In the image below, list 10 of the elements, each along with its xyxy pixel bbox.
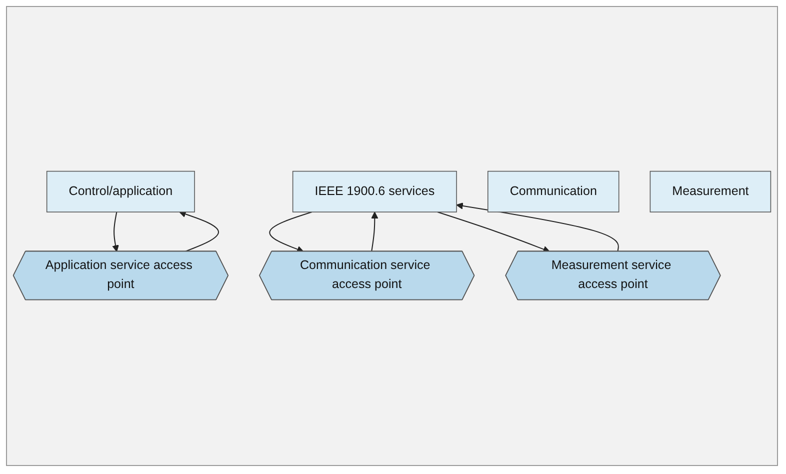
node-box: Communication <box>487 171 620 213</box>
node-box: IEEE 1900.6 services <box>292 171 457 213</box>
arrow <box>179 211 219 253</box>
arrow <box>112 212 119 252</box>
arrow <box>437 212 550 254</box>
node-box: Measurement <box>650 171 772 213</box>
node-box: Control/application <box>46 171 195 213</box>
arrow <box>269 212 312 254</box>
arrow <box>371 212 378 252</box>
arrow <box>456 203 619 252</box>
